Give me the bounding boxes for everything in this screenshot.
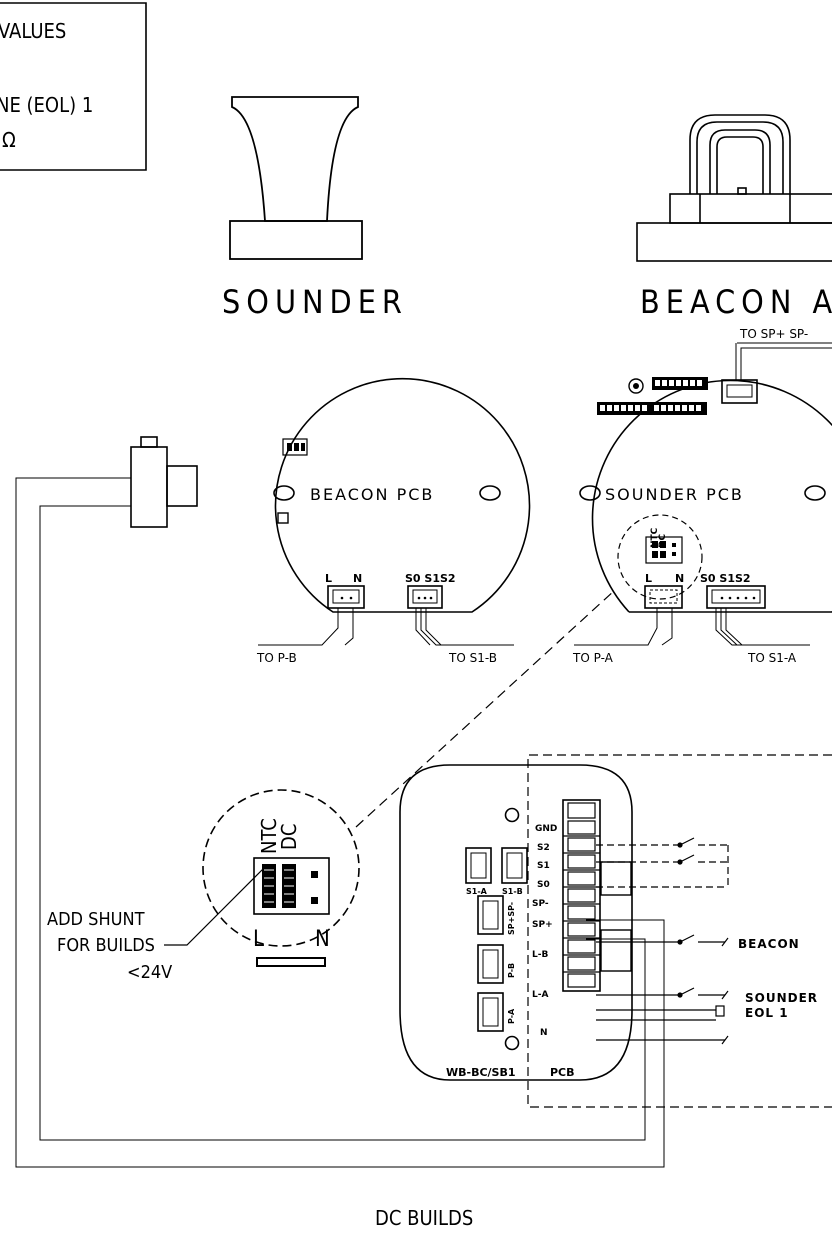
- connector-sp: SP+SP-: [507, 902, 516, 935]
- sounder-to-sp-label: TO SP+ SP-: [739, 327, 808, 341]
- main-pcb-model: WB-BC/SB1: [446, 1066, 516, 1079]
- sounder-dc-label: DC: [658, 534, 668, 548]
- beacon-terminal-s: S0 S1S2: [405, 572, 456, 585]
- terminal-n: N: [540, 1028, 548, 1038]
- detail-view: NTC DC L N: [202, 789, 360, 967]
- terminal-l-a: L-A: [532, 990, 548, 1000]
- cable-gland: [130, 436, 198, 528]
- outer-cable: [15, 477, 665, 1168]
- beacon-pcb-title: BEACON PCB: [310, 485, 434, 504]
- beacon-to-p-label: TO P-B: [256, 651, 297, 665]
- sounder-pcb: SOUNDER PCB NTC DC L N S0 S1S2 TO P-A TO…: [572, 377, 832, 665]
- main-pcb: GND S2 S1 S0 SP- SP+ L-B L-A N S1-A S1-B…: [399, 754, 832, 1108]
- sounder-ntc-label: NTC: [650, 527, 660, 548]
- detail-ntc-label: NTC: [257, 818, 281, 854]
- sounder-to-s-label: TO S1-A: [747, 651, 797, 665]
- sounder-pcb-title: SOUNDER PCB: [605, 485, 744, 504]
- beacon-pcb: BEACON PCB L N S0 S1S2 TO P-B TO S1-B: [256, 377, 531, 665]
- connector-p-a: P-A: [507, 1008, 516, 1024]
- terminal-sp-plus: SP+: [532, 920, 553, 930]
- terminal-s2: S2: [537, 843, 550, 853]
- shunt-note-line-2: FOR BUILDS: [57, 935, 155, 956]
- sounder-device: [229, 96, 363, 260]
- beacon-terminal-l: L: [325, 572, 332, 585]
- shunt-note: ADD SHUNT FOR BUILDS <24V: [47, 867, 265, 983]
- field-wiring: [596, 837, 729, 1045]
- sounder-label: SOUNDER: [222, 283, 408, 321]
- note-line-2: NE (EOL) 1: [0, 93, 93, 117]
- terminal-s1: S1: [537, 861, 550, 871]
- shunt-note-line-3: <24V: [127, 962, 172, 983]
- sounder-to-p-label: TO P-A: [572, 651, 614, 665]
- main-pcb-label: PCB: [550, 1066, 575, 1079]
- detail-n-label: N: [315, 927, 330, 952]
- terminal-l-b: L-B: [532, 950, 548, 960]
- sounder-terminal-s: S0 S1S2: [700, 572, 751, 585]
- detail-dc-label: DC: [277, 824, 301, 850]
- detail-leader: [355, 589, 616, 828]
- connector-p-b: P-B: [507, 963, 516, 978]
- sounder-feed-label: SOUNDER: [745, 991, 818, 1005]
- shunt-note-line-1: ADD SHUNT: [47, 909, 145, 930]
- note-line-3: Ω: [2, 128, 16, 152]
- note-line-1: VALUES: [0, 19, 66, 43]
- terminal-s0: S0: [537, 880, 550, 890]
- eol-label: EOL 1: [745, 1006, 789, 1020]
- footer-title: DC BUILDS: [375, 1206, 473, 1230]
- connector-s1-b: S1-B: [502, 887, 523, 896]
- note-box: VALUES NE (EOL) 1 Ω: [0, 2, 147, 171]
- detail-l-label: L: [253, 927, 264, 952]
- beacon-terminal-n: N: [353, 572, 362, 585]
- sp-lead: [735, 342, 832, 380]
- beacon-feed-label: BEACON: [738, 937, 800, 951]
- terminal-sp-minus: SP-: [532, 899, 549, 909]
- sounder-terminal-n: N: [675, 572, 684, 585]
- terminal-gnd: GND: [535, 824, 557, 834]
- sounder-terminal-l: L: [645, 572, 652, 585]
- beacon-label: BEACON A: [640, 283, 832, 321]
- connector-s1-a: S1-A: [466, 887, 488, 896]
- beacon-to-s-label: TO S1-B: [448, 651, 497, 665]
- beacon-device: [636, 114, 832, 262]
